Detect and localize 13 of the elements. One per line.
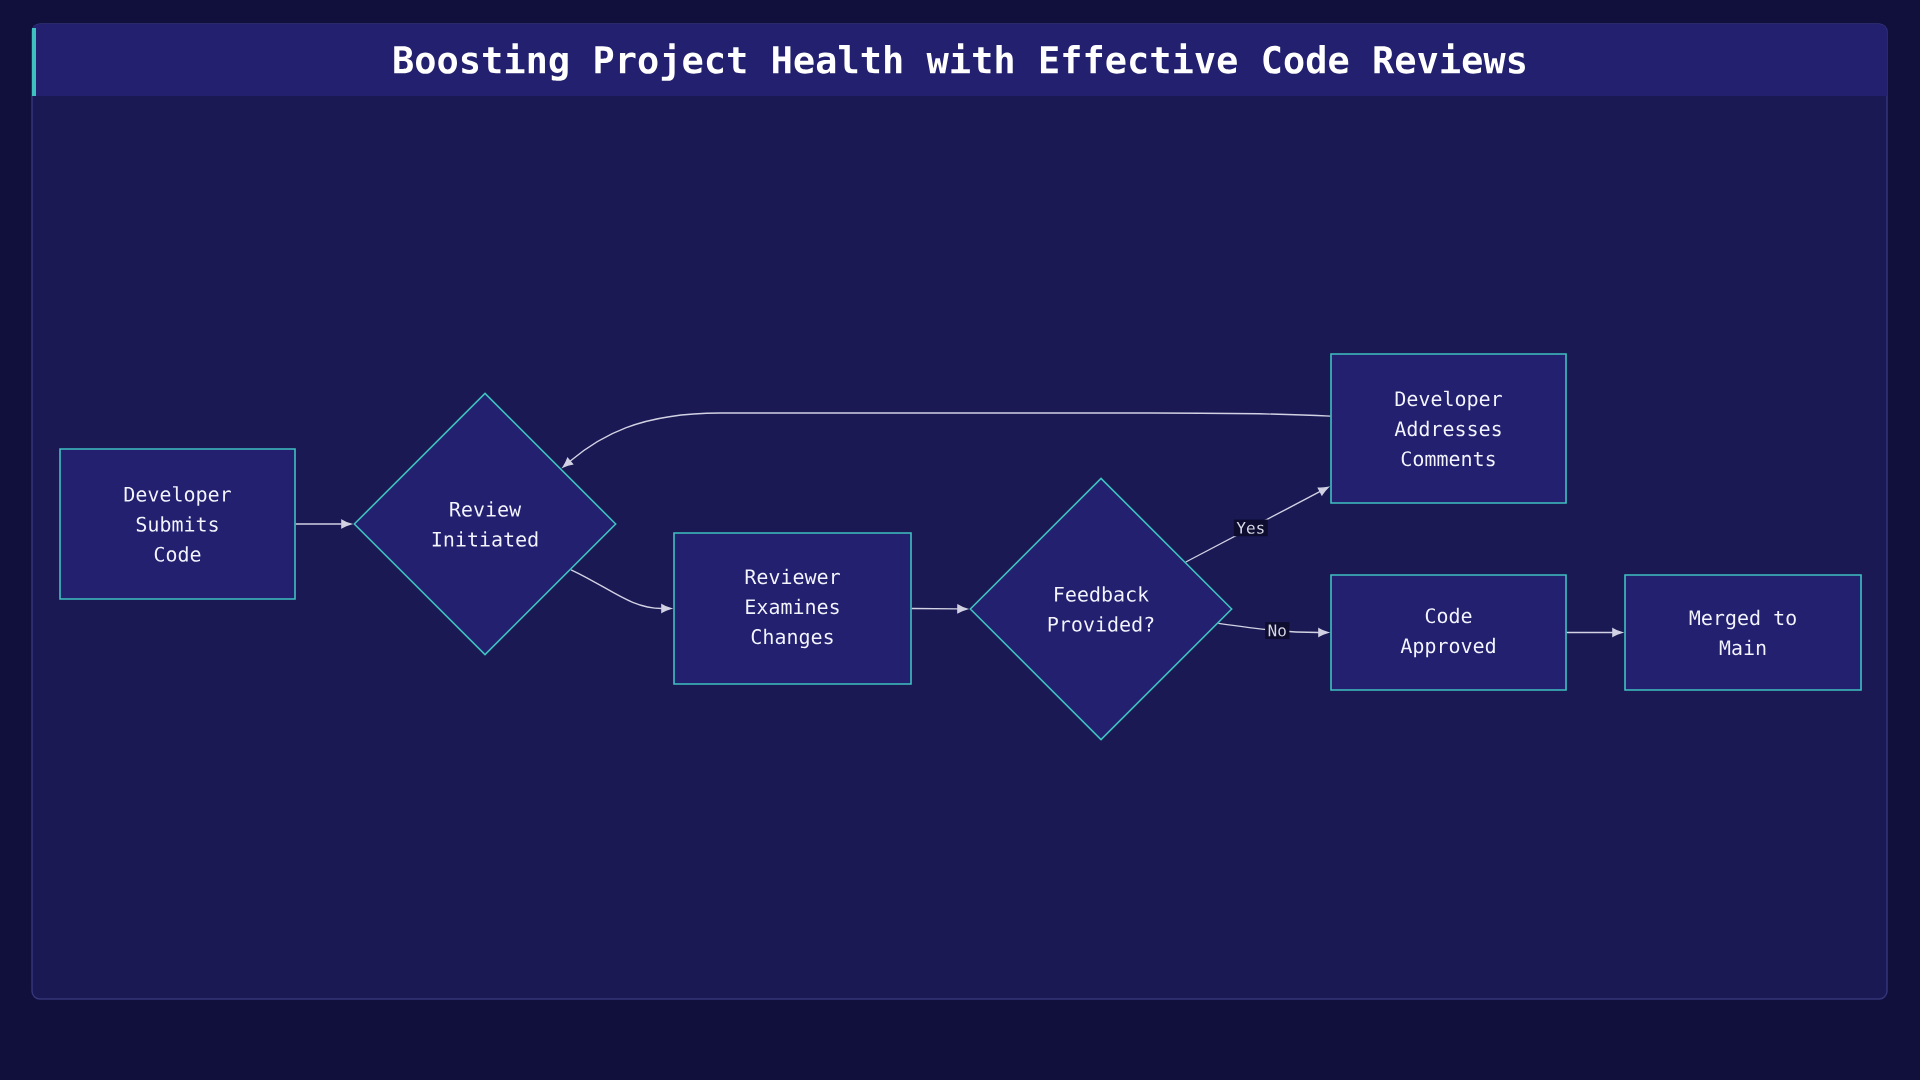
process-box: Reviewer Examines Changes	[673, 532, 912, 685]
process-box: Merged to Main	[1624, 574, 1862, 691]
edge-label: Yes	[1233, 519, 1268, 537]
title-bar: Boosting Project Health with Effective Code Reviews	[32, 24, 1887, 96]
arrow	[562, 412, 1331, 468]
process-box: Developer Addresses Comments	[1330, 353, 1567, 504]
process-box: Code Approved	[1330, 574, 1567, 691]
edge-label: No	[1265, 622, 1290, 639]
arrow	[295, 519, 352, 529]
arrow	[911, 604, 968, 614]
arrow	[1566, 628, 1623, 637]
arrow	[570, 569, 672, 613]
process-box: Developer Submits Code	[59, 448, 296, 600]
